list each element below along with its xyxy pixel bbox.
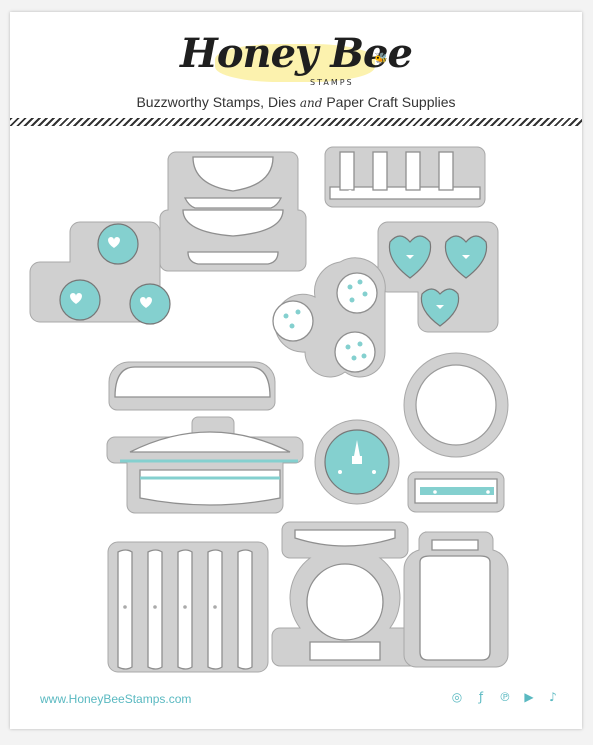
- dial-die: [314, 419, 400, 505]
- brand-sub: STAMPS: [310, 78, 354, 87]
- facebook-icon[interactable]: ƒ: [478, 690, 484, 704]
- bee-icon: 🐝: [374, 52, 388, 65]
- tag-die: [407, 471, 505, 513]
- die-set-illustration: .d{fill:#d0d0d0;stroke:#a8a8a8;stroke-wi…: [29, 146, 509, 673]
- stripe-divider: [10, 118, 582, 126]
- tagline-pre: Buzzworthy Stamps, Dies: [136, 94, 296, 110]
- ring-die: [403, 352, 509, 458]
- youtube-icon[interactable]: ▶: [524, 690, 534, 704]
- jar-die: [403, 531, 509, 668]
- round-cookies-die: [272, 257, 386, 378]
- brand-logo: Honey Bee STAMPS 🐝: [10, 30, 582, 98]
- casserole-die: [106, 416, 304, 514]
- rack-die: [324, 146, 486, 208]
- instagram-icon[interactable]: ◎: [451, 690, 463, 704]
- heart-cookies-die: [377, 221, 499, 333]
- pinterest-icon[interactable]: ℗: [499, 690, 511, 704]
- scale-die: [271, 521, 419, 667]
- bowls-die: [159, 151, 307, 272]
- slats-die: [107, 541, 269, 673]
- social-icons: ◎ ƒ ℗ ▶ ♪: [450, 690, 560, 704]
- tiktok-icon[interactable]: ♪: [549, 690, 557, 704]
- website-link[interactable]: www.HoneyBeeStamps.com: [40, 692, 192, 706]
- bread-die: [108, 361, 276, 411]
- brand-name: Honey Bee: [180, 30, 413, 77]
- logo-swash: [215, 44, 375, 82]
- tagline-and: and: [299, 96, 323, 110]
- flower-cookies-die: [29, 221, 171, 325]
- tagline: Buzzworthy Stamps, Dies and Paper Craft …: [10, 94, 582, 110]
- product-card: Honey Bee STAMPS 🐝 Buzzworthy Stamps, Di…: [10, 12, 582, 729]
- tagline-post: Paper Craft Supplies: [326, 94, 456, 110]
